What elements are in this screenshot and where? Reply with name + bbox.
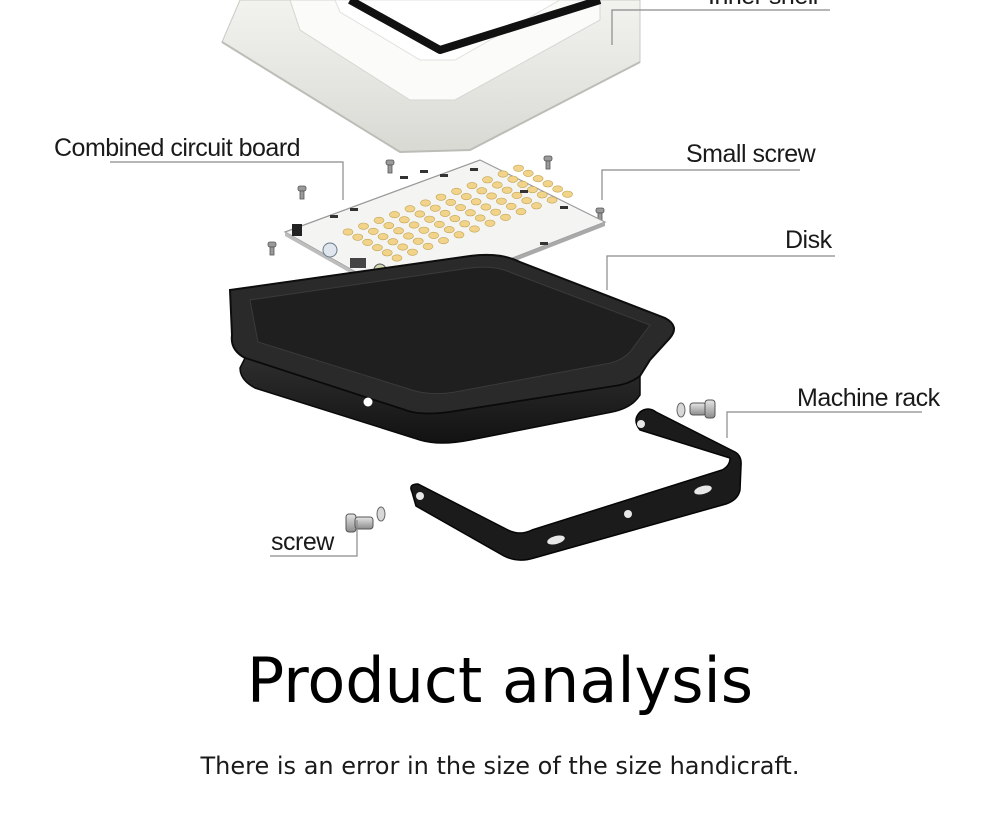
label-machine-rack: Machine rack <box>797 384 940 412</box>
led-chip <box>435 193 447 201</box>
led-chip <box>515 208 527 216</box>
led-chip <box>496 197 507 205</box>
led-chip <box>397 243 409 251</box>
led-chip <box>507 175 519 183</box>
led-chip <box>398 216 410 224</box>
rack-screws <box>676 399 716 419</box>
small-screws <box>267 155 605 256</box>
led-chip <box>420 199 431 207</box>
label-small-screw: Small screw <box>686 140 816 168</box>
led-chip <box>381 249 393 257</box>
led-chip <box>486 192 497 200</box>
led-chip <box>469 225 480 233</box>
led-chip <box>522 169 534 177</box>
led-chip <box>422 242 434 250</box>
led-chip <box>536 191 548 199</box>
led-chip <box>407 248 418 256</box>
led-chip <box>460 193 472 201</box>
led-chip <box>517 180 528 188</box>
led-chip <box>443 226 455 234</box>
led-chip <box>383 222 395 230</box>
led-chip <box>418 226 430 234</box>
led-chip <box>424 215 435 223</box>
led-chip <box>552 185 564 193</box>
led-chip <box>470 198 482 206</box>
led-chip <box>484 219 496 227</box>
led-chip <box>501 186 513 194</box>
led-chip <box>352 233 364 241</box>
page-subtitle: There is an error in the size of the siz… <box>200 752 800 780</box>
led-chip <box>438 237 449 245</box>
page-title: Product analysis <box>246 644 754 717</box>
led-chip <box>403 232 414 240</box>
led-chip <box>449 215 461 223</box>
led-chip <box>445 198 457 206</box>
led-chip <box>562 190 573 198</box>
led-chip <box>505 202 517 210</box>
led-chip <box>546 196 558 204</box>
machine-rack-part <box>410 408 742 561</box>
led-chip <box>434 220 445 228</box>
led-chip <box>531 202 542 210</box>
leader-lines <box>110 9 922 557</box>
led-chip <box>476 187 488 195</box>
led-chip <box>362 238 373 246</box>
led-chip <box>465 209 476 217</box>
label-inner-shell: Inner shell <box>708 0 818 9</box>
led-chip <box>542 180 554 188</box>
led-chip <box>372 244 383 252</box>
led-chip <box>521 197 533 205</box>
led-chip <box>453 231 465 239</box>
lower-screws <box>345 506 386 533</box>
led-chip <box>428 231 440 239</box>
led-chip <box>490 208 502 216</box>
led-chip <box>342 228 354 236</box>
label-screw: screw <box>271 528 334 556</box>
led-chip <box>500 213 511 221</box>
led-chip <box>367 227 379 235</box>
led-chip <box>527 186 538 194</box>
led-chip <box>497 170 509 178</box>
led-chip <box>414 210 426 218</box>
led-chip <box>412 237 424 245</box>
led-chip <box>511 191 523 199</box>
led-chip <box>389 211 400 219</box>
led-chip <box>459 220 471 228</box>
led-chip <box>532 175 544 183</box>
disk-part <box>228 253 675 444</box>
led-chip <box>373 216 385 224</box>
led-chip <box>404 205 416 213</box>
led-chip <box>482 176 493 184</box>
led-chip <box>491 181 503 189</box>
exploded-view-diagram <box>110 0 922 561</box>
led-chip <box>455 204 466 212</box>
led-array <box>342 164 573 262</box>
inner-shell-part <box>221 0 641 154</box>
led-chip <box>408 221 420 229</box>
led-chip <box>513 164 524 172</box>
led-chip <box>393 227 404 235</box>
led-chip <box>480 203 492 211</box>
led-chip <box>377 233 389 241</box>
led-chip <box>358 222 369 230</box>
led-chip <box>439 209 451 217</box>
led-chip <box>391 254 403 262</box>
led-chip <box>451 187 462 195</box>
led-chip <box>466 182 478 190</box>
led-chip <box>429 204 441 212</box>
led-chip <box>387 238 399 246</box>
label-disk: Disk <box>785 226 832 254</box>
label-circuit-board: Combined circuit board <box>54 134 301 162</box>
led-chip <box>474 214 486 222</box>
